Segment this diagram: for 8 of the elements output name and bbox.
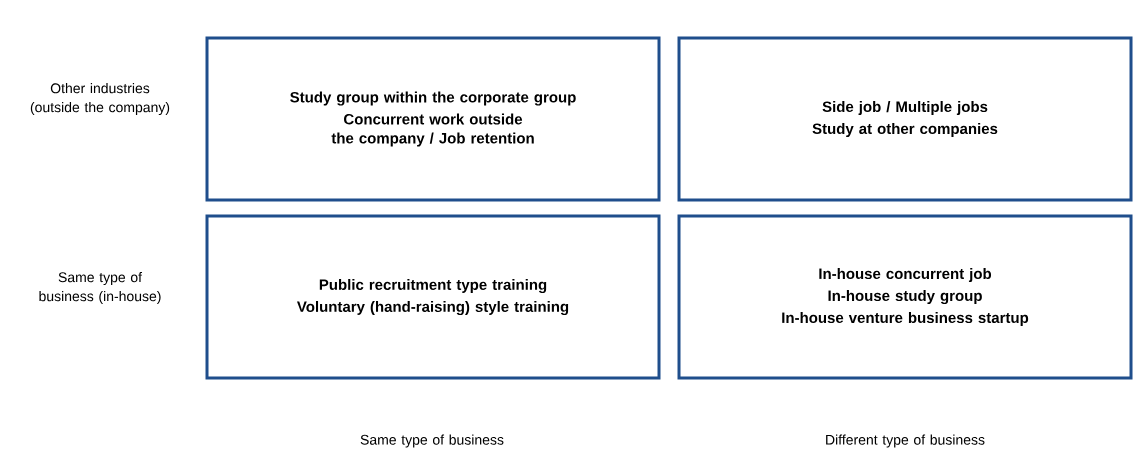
quadrant-box: Study group within the corporate group Concurrent work outside the company / Job retention [205, 36, 661, 202]
column-label: Same type of business [360, 434, 504, 448]
quadrant-box: Side job / Multiple jobs Study at other companies [677, 36, 1133, 202]
quadrant-box: Public recruitment type training Voluntary (hand-raising) style training [205, 214, 661, 380]
row-label: Other industries (outside the company) [30, 82, 170, 115]
row-label: Same type of business (in-house) [39, 272, 161, 304]
column-label: Different type of business [826, 434, 985, 448]
quadrant-box: In-house concurrent job In-house study group In-house venture business startup [677, 214, 1133, 380]
